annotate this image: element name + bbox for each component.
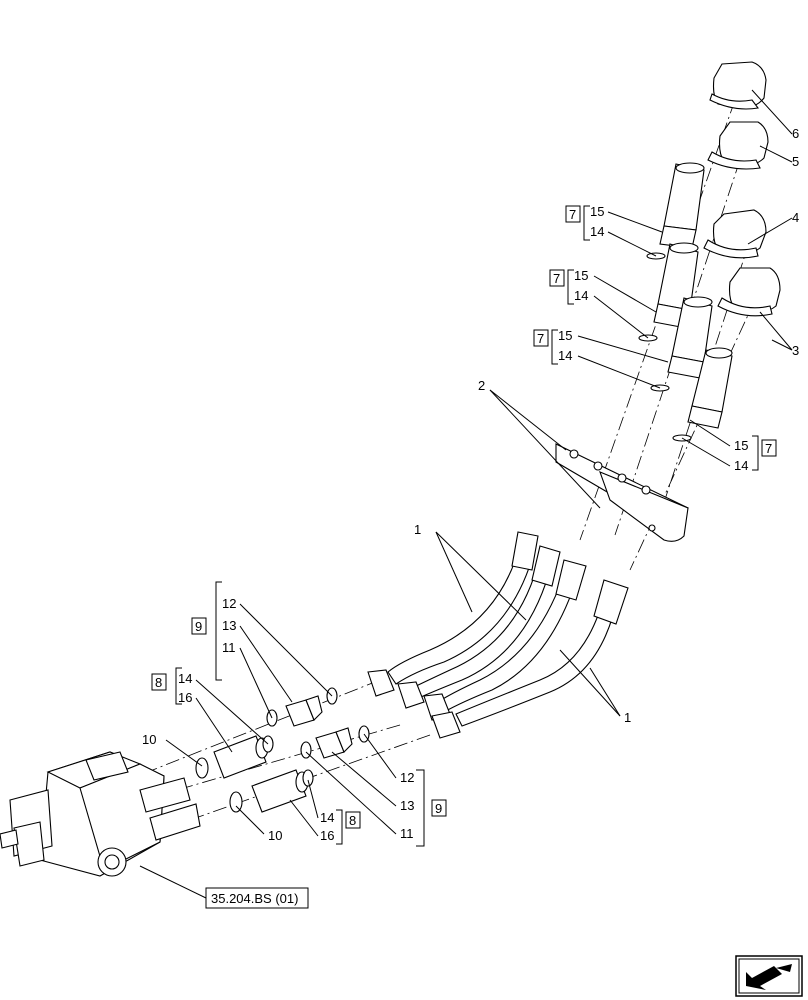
callout-4: 4 bbox=[792, 210, 799, 225]
dust-cap-6 bbox=[709, 61, 767, 110]
cross-reference-label[interactable]: 35.204.BS (01) bbox=[211, 891, 298, 906]
dust-cap-3 bbox=[717, 267, 781, 317]
ref-box-8-top bbox=[151, 673, 167, 691]
group-brackets bbox=[175, 205, 759, 847]
cross-reference[interactable]: 35.204.BS (01) bbox=[205, 887, 309, 909]
callout-3: 3 bbox=[792, 343, 799, 358]
callout-1-bottom: 1 bbox=[624, 710, 631, 725]
ref-box-7a bbox=[565, 205, 581, 223]
callout-2: 2 bbox=[478, 378, 485, 393]
next-page-arrow-icon[interactable] bbox=[735, 955, 803, 997]
callout-15a: 15 bbox=[590, 204, 604, 219]
callout-7d: 7 bbox=[765, 441, 772, 456]
callout-6: 6 bbox=[792, 126, 799, 141]
callout-14c: 14 bbox=[558, 348, 572, 363]
callout-10-top: 10 bbox=[142, 732, 156, 747]
ref-box-8-bottom bbox=[345, 811, 361, 829]
callout-8-bottom: 8 bbox=[349, 813, 356, 828]
ref-box-7d bbox=[761, 439, 777, 457]
coupler-4 bbox=[687, 347, 733, 429]
callout-14f: 14 bbox=[320, 810, 334, 825]
callout-14e: 14 bbox=[178, 671, 192, 686]
callout-10-bottom: 10 bbox=[268, 828, 282, 843]
callout-14d: 14 bbox=[734, 458, 748, 473]
leader-lines bbox=[139, 89, 793, 899]
dust-cap-4 bbox=[703, 209, 767, 259]
callout-13-top: 13 bbox=[222, 618, 236, 633]
callout-12-top: 12 bbox=[222, 596, 236, 611]
adapter-upper-13 bbox=[285, 695, 323, 727]
callout-14a: 14 bbox=[590, 224, 604, 239]
adapter-lower-13 bbox=[315, 727, 353, 759]
callout-16-bottom: 16 bbox=[320, 828, 334, 843]
callout-16-top: 16 bbox=[178, 690, 192, 705]
callout-5: 5 bbox=[792, 154, 799, 169]
callout-11-bottom: 11 bbox=[400, 826, 414, 841]
ref-box-9-top bbox=[191, 617, 207, 635]
callout-9-bottom: 9 bbox=[435, 801, 442, 816]
callout-14b: 14 bbox=[574, 288, 588, 303]
callout-9-top: 9 bbox=[195, 619, 202, 634]
cross-reference-box[interactable] bbox=[205, 887, 309, 909]
callout-7c: 7 bbox=[537, 331, 544, 346]
callout-12-bottom: 12 bbox=[400, 770, 414, 785]
ref-box-7b bbox=[549, 269, 565, 287]
adapter-lower-16 bbox=[251, 769, 309, 813]
callout-8-top: 8 bbox=[155, 675, 162, 690]
dust-cap-5 bbox=[707, 121, 769, 170]
callout-15b: 15 bbox=[574, 268, 588, 283]
callout-15c: 15 bbox=[558, 328, 572, 343]
coupler-1 bbox=[659, 162, 705, 249]
ref-box-7c bbox=[533, 329, 549, 347]
hydraulic-hoses-1 bbox=[367, 531, 629, 739]
callout-15d: 15 bbox=[734, 438, 748, 453]
o-rings-14 bbox=[638, 252, 692, 442]
callout-labels: 1 1 2 3 4 5 6 15 14 7 15 14 7 15 14 7 15… bbox=[142, 126, 799, 843]
callout-1-top: 1 bbox=[414, 522, 421, 537]
ref-box-9-bottom bbox=[431, 799, 447, 817]
control-valve-block bbox=[0, 751, 201, 877]
callout-7a: 7 bbox=[569, 207, 576, 222]
callout-13-bottom: 13 bbox=[400, 798, 414, 813]
callout-7b: 7 bbox=[553, 271, 560, 286]
callout-11-top: 11 bbox=[222, 640, 236, 655]
mounting-bracket-2 bbox=[555, 443, 689, 542]
